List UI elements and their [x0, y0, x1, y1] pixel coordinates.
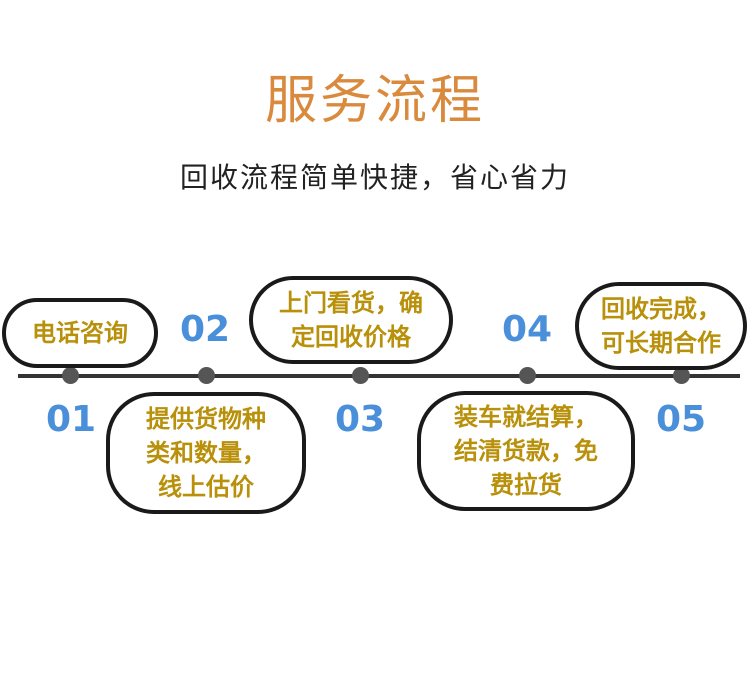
page-subtitle: 回收流程简单快捷，省心省力 [179, 161, 570, 194]
timeline-dot-2 [198, 367, 215, 384]
step-text-5: 回收完成， 可长期合作 [601, 295, 721, 357]
step-bubble-4: 装车就结算， 结清货款，免 费拉货 [417, 391, 635, 511]
timeline-dot-3 [352, 367, 369, 384]
step-text-4: 装车就结算， 结清货款，免 费拉货 [454, 403, 598, 499]
timeline-dot-1 [62, 367, 79, 384]
step-bubble-2: 提供货物种 类和数量， 线上估价 [106, 392, 306, 514]
step-number-3: 03 [334, 399, 386, 440]
step-text-3: 上门看货，确 定回收价格 [279, 289, 423, 351]
step-text-2: 提供货物种 类和数量， 线上估价 [146, 405, 266, 501]
step-number-2: 02 [179, 309, 231, 350]
timeline-dot-4 [519, 367, 536, 384]
page-title: 服务流程 [264, 71, 485, 131]
step-text-1: 电话咨询 [32, 319, 128, 347]
timeline-line [18, 374, 740, 378]
step-number-4: 04 [501, 309, 553, 350]
step-bubble-3: 上门看货，确 定回收价格 [249, 276, 453, 364]
step-number-1: 01 [45, 399, 97, 440]
step-bubble-1: 电话咨询 [2, 298, 158, 368]
step-number-5: 05 [655, 399, 707, 440]
step-bubble-5: 回收完成， 可长期合作 [575, 282, 747, 370]
timeline-dot-5 [673, 367, 690, 384]
